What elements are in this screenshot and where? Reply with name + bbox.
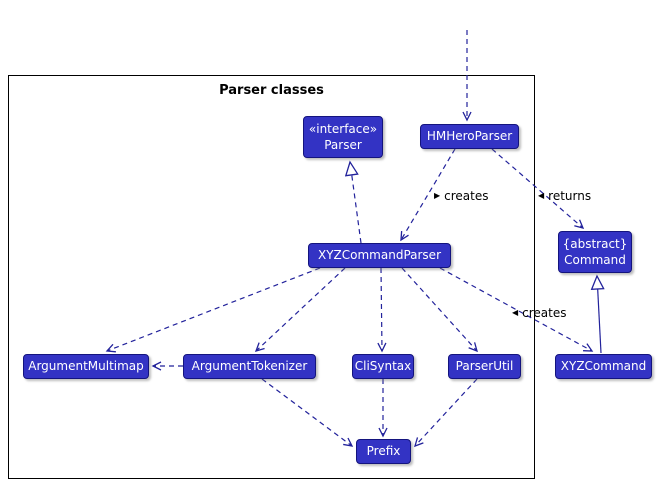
creates-label-text: creates [444, 189, 489, 203]
class-command-abstract: {abstract} Command [558, 231, 632, 273]
edge-hmheroparser-returns-command [491, 148, 585, 229]
command-name: Command [564, 253, 626, 267]
argumentmultimap-name: ArgumentMultimap [28, 359, 144, 374]
class-parser-interface: «interface» Parser [303, 116, 383, 158]
creates2-direction-triangle-icon: ◀ [512, 308, 519, 317]
edge-xyzcommandparser-implements-parser [350, 162, 362, 244]
class-xyzcommand: XYZCommand [555, 354, 652, 379]
edge-label-returns-command: ◀ returns [538, 189, 591, 203]
parser-interface-stereotype: «interface» [308, 121, 378, 136]
xyzcommandparser-name: XYZCommandParser [318, 248, 441, 263]
parser-interface-name: Parser [324, 138, 362, 152]
edge-label-creates-xyzcommand: ◀ creates [512, 306, 567, 320]
edge-xyzcommandparser-creates-xyzcommand [439, 267, 594, 352]
returns-label-text: returns [548, 189, 592, 203]
parserutil-name: ParserUtil [455, 359, 514, 374]
edge-xyzcommandparser-clisyntax [377, 267, 387, 353]
edge-parserutil-prefix [414, 378, 478, 448]
parser-classes-frame: Parser classes [8, 75, 535, 479]
creates2-label-text: creates [522, 306, 567, 320]
class-argumentmultimap: ArgumentMultimap [23, 354, 149, 379]
class-hmheroparser: HMHeroParser [420, 124, 519, 149]
class-prefix: Prefix [356, 439, 411, 464]
edge-xyzcommandparser-argumentmultimap [105, 267, 321, 353]
creates-direction-triangle-icon: ▶ [434, 191, 441, 200]
returns-direction-triangle-icon: ◀ [538, 191, 545, 200]
class-parserutil: ParserUtil [448, 354, 521, 379]
clisyntax-name: CliSyntax [354, 359, 412, 374]
edge-xyzcommandparser-argumenttokenizer [254, 267, 346, 352]
class-xyzcommandparser: XYZCommandParser [308, 243, 451, 268]
edge-xyzcommandparser-parserutil [401, 267, 478, 353]
edge-argumenttokenizer-prefix [261, 378, 354, 447]
edge-label-creates-xyzcommandparser: ▶ creates [434, 189, 489, 203]
class-clisyntax: CliSyntax [352, 354, 414, 379]
frame-title: Parser classes [219, 83, 324, 98]
xyzcommand-name: XYZCommand [560, 359, 647, 374]
command-stereotype: {abstract} [562, 236, 628, 251]
prefix-name: Prefix [366, 444, 401, 459]
argumenttokenizer-name: ArgumentTokenizer [191, 359, 308, 374]
hmheroparser-name: HMHeroParser [426, 129, 513, 144]
edge-xyzcommand-extends-command [597, 276, 601, 354]
class-argumenttokenizer: ArgumentTokenizer [183, 354, 316, 379]
